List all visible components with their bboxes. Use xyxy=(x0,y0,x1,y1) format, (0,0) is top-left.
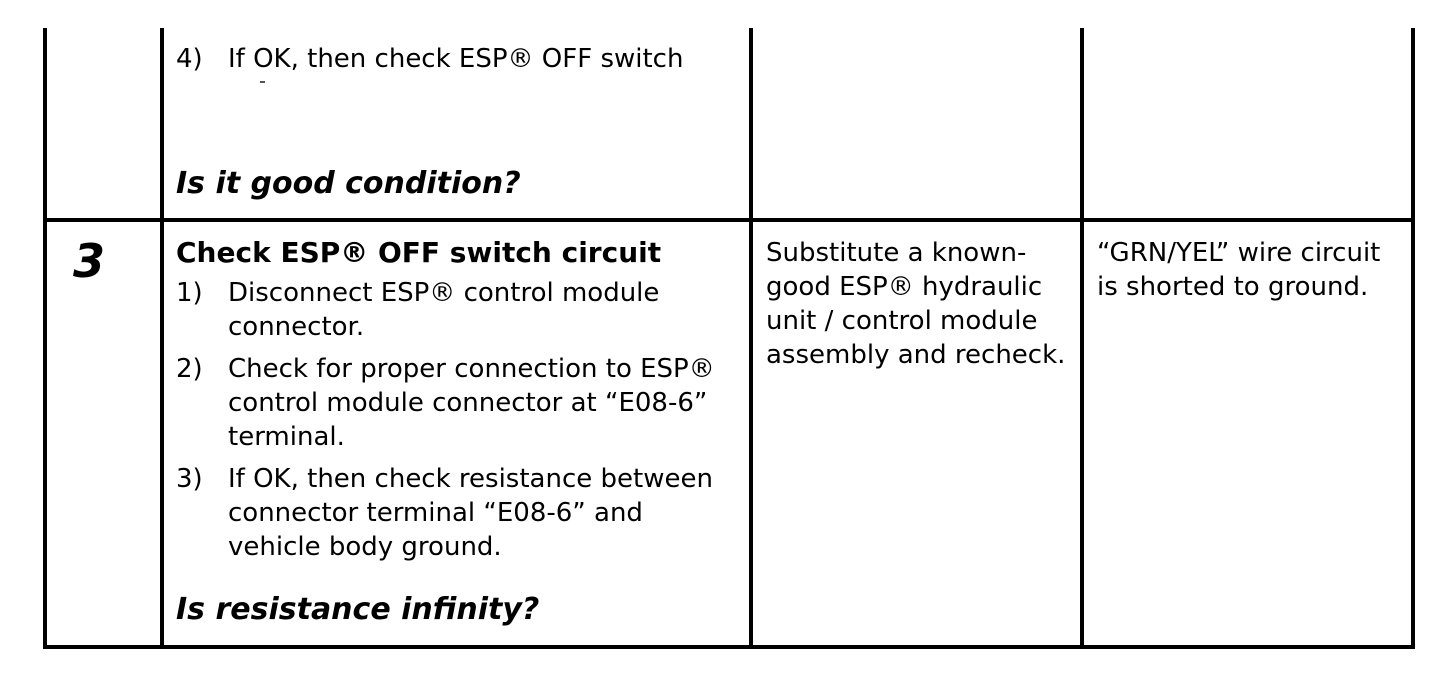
row-divider xyxy=(43,218,1415,222)
top-row-question: Is it good condition? xyxy=(176,166,521,201)
yes-action-cell: Substitute a known-good ESP® hydraulic u… xyxy=(766,236,1071,641)
list-item: 4) If OK, then check ESP® OFF switch xyxy=(176,42,746,76)
row3-step-cell: Check ESP® OFF switch circuit 1) Disconn… xyxy=(176,236,736,641)
step-number-cell: 3 xyxy=(47,236,160,296)
column-divider-2 xyxy=(749,28,753,649)
list-item: 3) If OK, then check resistance between … xyxy=(176,462,736,564)
table-border-bottom xyxy=(43,645,1415,649)
step-item-number: 2) xyxy=(176,354,203,384)
top-row-step-list: 4) If OK, then check ESP® OFF switch xyxy=(176,42,746,76)
top-row-step-cell: 4) If OK, then check ESP® OFF switch Is … xyxy=(176,42,746,212)
step-number: 3 xyxy=(73,234,106,288)
list-item: 2) Check for proper connection to ESP® c… xyxy=(176,352,736,454)
table-border-left xyxy=(43,28,47,649)
yes-action-text: Substitute a known-good ESP® hydraulic u… xyxy=(766,238,1066,370)
step-item-text: If OK, then check ESP® OFF switch xyxy=(228,44,684,74)
column-divider-1 xyxy=(160,28,164,649)
step-item-text: Check for proper connection to ESP® cont… xyxy=(228,354,715,452)
column-divider-3 xyxy=(1080,28,1084,649)
step-title: Check ESP® OFF switch circuit xyxy=(176,236,662,269)
step-item-number: 1) xyxy=(176,278,203,308)
list-item: 1) Disconnect ESP® control module connec… xyxy=(176,276,736,344)
step-item-number: 4) xyxy=(176,44,203,74)
step-item-text: Disconnect ESP® control module connector… xyxy=(228,278,660,342)
row3-step-list: 1) Disconnect ESP® control module connec… xyxy=(176,276,736,564)
no-action-text: “GRN/YEL” wire circuit is shorted to gro… xyxy=(1097,238,1381,302)
step-item-number: 3) xyxy=(176,464,203,494)
stray-mark xyxy=(260,81,265,83)
row3-question: Is resistance infinity? xyxy=(176,592,540,627)
step-item-text: If OK, then check resistance between con… xyxy=(228,464,713,562)
table-border-right xyxy=(1411,28,1415,649)
no-action-cell: “GRN/YEL” wire circuit is shorted to gro… xyxy=(1097,236,1402,641)
